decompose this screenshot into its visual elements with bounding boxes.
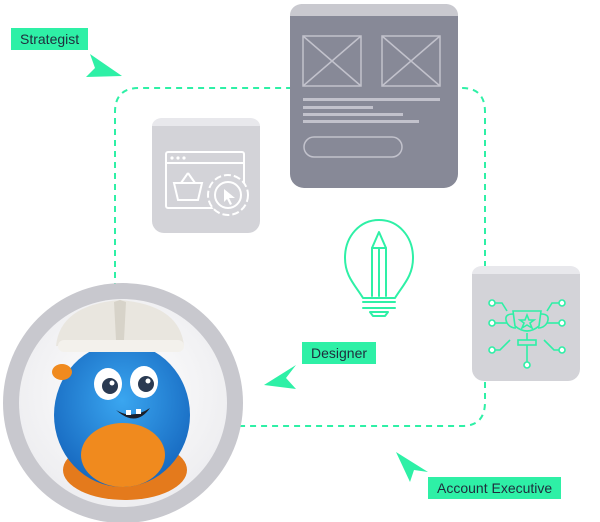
arrow-account-executive: [396, 452, 428, 482]
label-account-executive: Account Executive: [428, 477, 562, 499]
arrow-strategist: [86, 54, 122, 77]
arrow-designer: [264, 365, 296, 389]
label-strategist: Strategist: [11, 28, 89, 50]
label-designer: Designer: [302, 342, 377, 364]
